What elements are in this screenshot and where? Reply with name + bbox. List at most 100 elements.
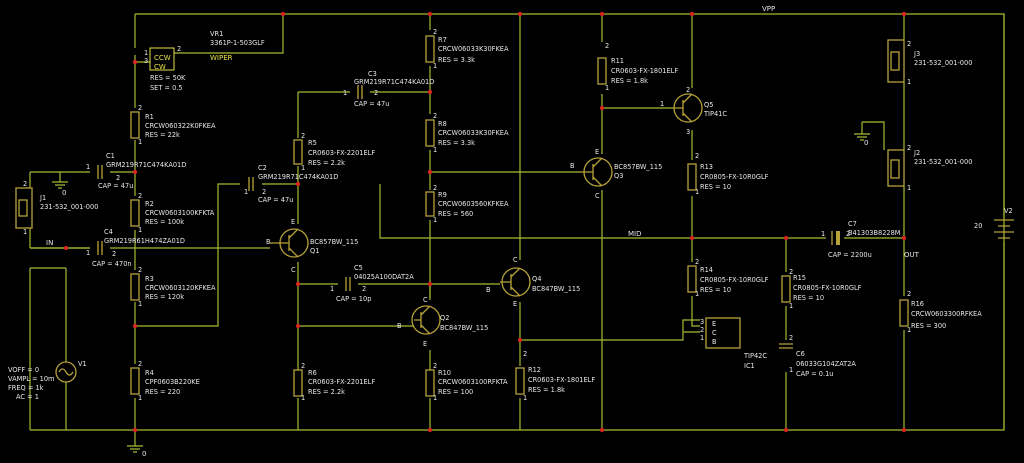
ground-symbol xyxy=(52,181,68,189)
junction-dot xyxy=(600,428,604,432)
c1-ref: C1 xyxy=(106,152,115,160)
pin-number: 1 xyxy=(301,164,305,172)
schematic-shape xyxy=(248,177,254,191)
v1-voff: VOFF = 0 xyxy=(8,366,39,374)
capacitor-c1 xyxy=(97,165,103,179)
pin-number: 1 xyxy=(695,290,699,298)
net-label-in: IN xyxy=(46,239,53,247)
resistor-r13 xyxy=(687,163,697,191)
resistor-r10 xyxy=(425,369,435,397)
junction-dot xyxy=(518,338,522,342)
ic1-pin-b: B xyxy=(712,338,717,346)
pin-number: 1 xyxy=(907,184,911,192)
pin-number: 2 xyxy=(695,152,699,160)
r7-value: RES = 3.3k xyxy=(438,56,475,64)
connectors xyxy=(15,39,905,229)
junction-dot xyxy=(133,60,137,64)
c3-part: GRM219R71C474KA01D xyxy=(354,78,434,86)
transistor-q5 xyxy=(672,93,703,123)
ic1-pin-c: C xyxy=(712,329,717,337)
pin-letter: B xyxy=(570,162,575,170)
pin-number: 3 xyxy=(700,318,704,326)
r13-part: CR0805-FX-10R0GLF xyxy=(700,173,769,181)
schematic-shape xyxy=(414,305,431,335)
r11-ref: R11 xyxy=(611,57,624,65)
vr1-part: 3361P-1-503GLF xyxy=(210,39,265,47)
c7-value: CAP = 2200u xyxy=(828,251,872,259)
r14-ref: R14 xyxy=(700,266,713,274)
schematic-shape xyxy=(345,277,351,291)
net-labels: VPP MID OUT IN 0 0 0 xyxy=(46,5,920,458)
q5-ref: Q5 xyxy=(704,101,713,109)
r16-ref: R16 xyxy=(911,300,924,308)
transistor-q3 xyxy=(580,157,613,187)
pin-number: 2 xyxy=(112,250,116,258)
c6-ref: C6 xyxy=(796,350,805,358)
ground-symbols xyxy=(52,133,870,453)
c2-part: GRM219R71C474KA01D xyxy=(258,173,338,181)
junction-dot xyxy=(428,428,432,432)
pin-number: 1 xyxy=(433,216,437,224)
pin-number: 1 xyxy=(138,394,142,402)
c1-value: CAP = 47u xyxy=(98,182,133,190)
r12-part: CR0603-FX-1801ELF xyxy=(528,376,595,384)
pin-number: 1 xyxy=(343,89,347,97)
r2-value: RES = 100k xyxy=(145,218,184,226)
capacitor-c6 xyxy=(779,343,793,349)
pin-number: 1 xyxy=(789,366,793,374)
ic1-ref: IC1 xyxy=(744,362,755,370)
r15-part: CR0805-FX-10R0GLF xyxy=(793,284,862,292)
schematic-shape xyxy=(836,231,840,245)
connector-j2-pins xyxy=(890,159,900,179)
resistor-r7 xyxy=(425,35,435,63)
pin-number: 1 xyxy=(23,228,27,236)
transistor-q4 xyxy=(500,267,531,297)
pin-number: 2 xyxy=(433,362,437,370)
v1-ref: V1 xyxy=(78,360,87,368)
pin-number: 2 xyxy=(262,188,266,196)
j1-part: 231-532_001-000 xyxy=(40,203,98,211)
r8-value: RES = 3.3k xyxy=(438,139,475,147)
pin-number: 1 xyxy=(433,394,437,402)
r6-ref: R6 xyxy=(308,369,317,377)
pin-letter: C xyxy=(595,192,600,200)
junction-dot xyxy=(784,428,788,432)
r6-part: CR0603-FX-2201ELF xyxy=(308,378,375,386)
c5-value: CAP = 10p xyxy=(336,295,371,303)
pin-number: 1 xyxy=(523,394,527,402)
pin-number: 1 xyxy=(86,249,90,257)
junction-dot xyxy=(428,90,432,94)
schematic-shape xyxy=(672,93,693,123)
pin-number: 2 xyxy=(362,285,366,293)
r13-value: RES = 10 xyxy=(700,183,731,191)
net-label-mid: MID xyxy=(628,230,642,238)
schematic-shape xyxy=(58,368,74,376)
j3-part: 231-532_001-000 xyxy=(914,59,972,67)
pin-number: 1 xyxy=(789,302,793,310)
schematic-shape xyxy=(55,361,77,383)
junction-dot xyxy=(690,12,694,16)
q5-part: TIP41C xyxy=(703,110,727,118)
q4-part: BC847BW_115 xyxy=(532,285,580,293)
j3-ref: J3 xyxy=(913,50,920,58)
pin-number: 2 xyxy=(177,45,181,53)
junction-dot xyxy=(296,182,300,186)
c1-part: GRM219R71C474KA01D xyxy=(106,161,186,169)
r14-value: RES = 10 xyxy=(700,286,731,294)
resistor-r3 xyxy=(130,273,140,301)
r2-part: CRCW0603100KFKTA xyxy=(145,209,215,217)
pin-number: 2 xyxy=(23,180,27,188)
ground-symbol xyxy=(127,445,143,453)
resistor-r9 xyxy=(425,191,435,217)
resistor-r15 xyxy=(781,275,791,303)
pin-letter: C xyxy=(423,296,428,304)
r3-part: CRCW0603120KFKEA xyxy=(145,284,216,292)
transistor-q1 xyxy=(270,228,309,258)
v2-ref: V2 xyxy=(1004,207,1013,215)
j2-part: 231-532_001-000 xyxy=(914,158,972,166)
junction-dot xyxy=(690,236,694,240)
connector-j3-pins xyxy=(890,51,900,71)
capacitor-c2 xyxy=(248,177,254,191)
c5-part: 04025A100DAT2A xyxy=(354,273,414,281)
